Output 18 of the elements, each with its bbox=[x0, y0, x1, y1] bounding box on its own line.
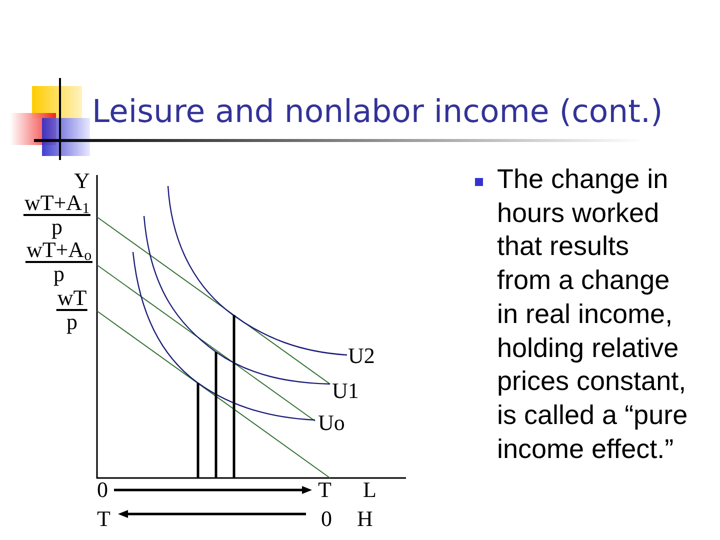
curve-label: U2 bbox=[348, 345, 375, 367]
fraction-denominator: p bbox=[54, 263, 64, 285]
slide-title: Leisure and nonlabor income (cont.) bbox=[92, 95, 663, 130]
bullet-text: The change in hours worked that results from a change in real income, holding relative prices constant, is called a “pure income effect.” bbox=[497, 163, 688, 466]
fraction-denominator: p bbox=[66, 311, 78, 333]
fraction-denominator: p bbox=[52, 216, 62, 238]
axis-scale-label: 0 bbox=[97, 479, 108, 501]
axis-label: Y bbox=[74, 170, 90, 192]
curve-label: Uo bbox=[318, 412, 345, 434]
axis-scale-label: T bbox=[97, 508, 110, 530]
fraction-numerator: wT+A$_{o}$ bbox=[25, 239, 93, 263]
axis-label: L bbox=[363, 479, 376, 501]
curve-label: U1 bbox=[332, 380, 359, 402]
axis-label: H bbox=[357, 508, 373, 530]
fraction-numerator: wT bbox=[56, 287, 88, 311]
fraction-numerator: wT+A$_{1}$ bbox=[23, 192, 91, 216]
axis-scale-label: 0 bbox=[321, 508, 332, 530]
axis-scale-label: T bbox=[318, 479, 332, 501]
